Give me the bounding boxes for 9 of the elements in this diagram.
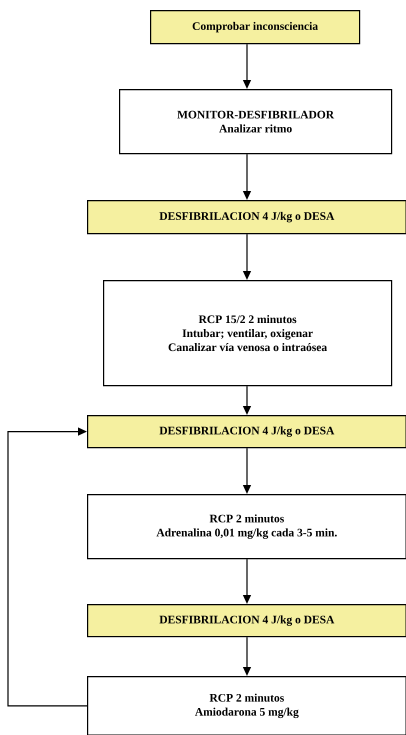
step-box: MONITOR-DESFIBRILADOR Analizar ritmo (119, 89, 392, 154)
highlighted-step-box: DESFIBRILACION 4 J/kg o DESA (87, 200, 406, 234)
step-box: RCP 15/2 2 minutos Intubar; ventilar, oxigenar Canalizar vía venosa o intraósea (103, 280, 392, 386)
arrow (7, 427, 87, 706)
step-box: RCP 2 minutos Adrenalina 0,01 mg/kg cada 3-5 min. (87, 494, 406, 560)
highlighted-step-box: DESFIBRILACION 4 J/kg o DESA (87, 604, 406, 638)
highlighted-step-box: DESFIBRILACION 4 J/kg o DESA (87, 415, 406, 448)
step-box: RCP 2 minutos Amiodarona 5 mg/kg (87, 676, 406, 735)
highlighted-step-box: Comprobar inconsciencia (150, 10, 360, 44)
